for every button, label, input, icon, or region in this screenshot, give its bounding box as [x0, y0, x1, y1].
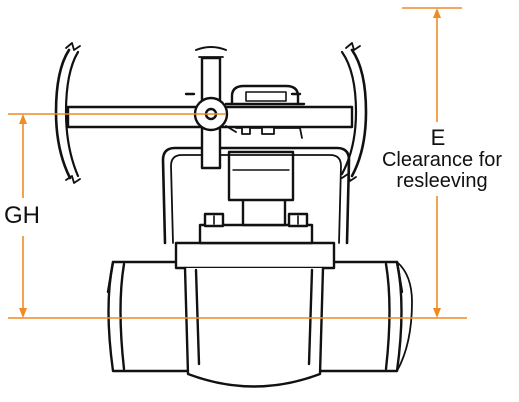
- handwheel-left: [54, 42, 81, 184]
- clearance-note-line2: resleeving: [396, 170, 488, 192]
- stem-coupling: [227, 150, 295, 227]
- e-dimension: [402, 7, 462, 318]
- gh-dimension: [8, 113, 467, 319]
- guard-bracket: [161, 146, 351, 245]
- bonnet: [174, 241, 336, 388]
- e-dimension-label: E: [430, 125, 446, 150]
- valve-body: [106, 260, 413, 373]
- gearbox-top: [184, 84, 306, 139]
- gear-flange: [198, 212, 314, 245]
- handwheel-right: [340, 42, 368, 182]
- clearance-note: Clearance for resleeving: [362, 150, 519, 192]
- gh-dimension-label: GH: [4, 202, 40, 229]
- clearance-note-line1: Clearance for: [381, 149, 503, 171]
